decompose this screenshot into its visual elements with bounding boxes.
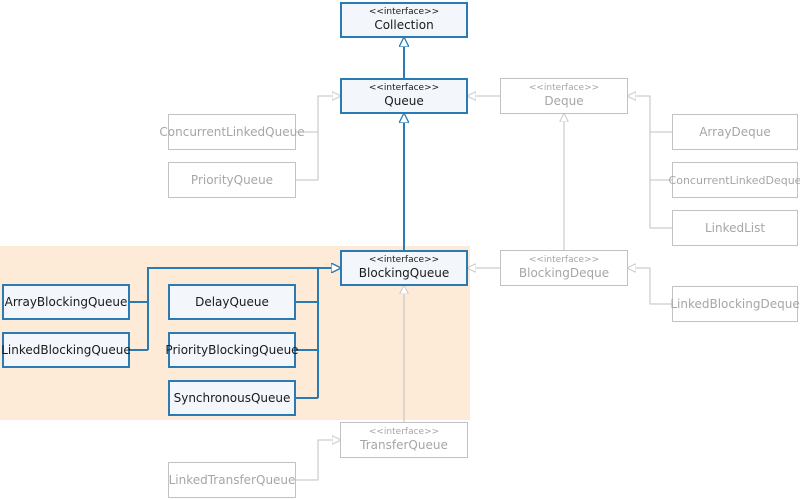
blocking-deque-interface-box: <<interface>> BlockingDeque: [500, 250, 628, 286]
queue-interface-box: <<interface>> Queue: [340, 78, 468, 114]
queue-label: Queue: [384, 94, 424, 108]
concurrent-linked-deque-label: ConcurrentLinkedDeque: [668, 173, 800, 187]
array-deque-class-box: ArrayDeque: [672, 114, 798, 150]
stereotype-label: <<interface>>: [528, 83, 600, 93]
linked-blocking-queue-label: LinkedBlockingQueue: [1, 342, 131, 357]
transfer-queue-interface-box: <<interface>> TransferQueue: [340, 422, 468, 458]
stereotype-label: <<interface>>: [368, 7, 440, 17]
array-blocking-queue-class-box: ArrayBlockingQueue: [2, 284, 130, 320]
right-implementations-trunk: [317, 268, 340, 398]
linked-blocking-deque-class-box: LinkedBlockingDeque: [670, 286, 800, 322]
linked-transfer-queue-class-box: LinkedTransferQueue: [168, 462, 296, 498]
queue-implementations-trunk: [317, 96, 340, 180]
linked-list-label: LinkedList: [704, 220, 766, 235]
delay-queue-label: DelayQueue: [195, 294, 269, 309]
left-implementations-trunk: [147, 268, 340, 350]
array-blocking-queue-label: ArrayBlockingQueue: [4, 294, 128, 309]
synchronous-queue-label: SynchronousQueue: [173, 390, 291, 405]
stereotype-label: <<interface>>: [368, 427, 440, 437]
priority-queue-class-box: PriorityQueue: [168, 162, 296, 198]
collection-label: Collection: [374, 18, 434, 32]
linked-list-class-box: LinkedList: [672, 210, 798, 246]
concurrent-linked-queue-class-box: ConcurrentLinkedQueue: [159, 114, 305, 150]
priority-blocking-queue-class-box: PriorityBlockingQueue: [165, 332, 299, 368]
blocking-deque-label: BlockingDeque: [518, 266, 610, 280]
linked-blocking-queue-class-box: LinkedBlockingQueue: [1, 332, 131, 368]
collection-interface-box: <<interface>> Collection: [340, 2, 468, 38]
delay-queue-class-box: DelayQueue: [168, 284, 296, 320]
deque-interface-box: <<interface>> Deque: [500, 78, 628, 114]
deque-implementations-trunk: [628, 96, 651, 228]
array-deque-label: ArrayDeque: [699, 124, 771, 139]
stereotype-label: <<interface>>: [368, 255, 440, 265]
blocking-queue-label: BlockingQueue: [358, 266, 450, 280]
stereotype-label: <<interface>>: [528, 255, 600, 265]
linked-blocking-deque-label: LinkedBlockingDeque: [670, 296, 800, 311]
deque-label: Deque: [544, 94, 584, 108]
priority-blocking-queue-label: PriorityBlockingQueue: [165, 342, 299, 357]
priority-queue-label: PriorityQueue: [190, 172, 274, 187]
concurrent-linked-queue-label: ConcurrentLinkedQueue: [159, 124, 305, 139]
synchronous-queue-class-box: SynchronousQueue: [168, 380, 296, 416]
transfer-queue-label: TransferQueue: [360, 438, 448, 452]
stereotype-label: <<interface>>: [368, 83, 440, 93]
concurrent-linked-deque-class-box: ConcurrentLinkedDeque: [668, 162, 800, 198]
linked-transfer-queue-edge: [296, 440, 340, 481]
blocking-queue-interface-box: <<interface>> BlockingQueue: [340, 250, 468, 286]
linked-blocking-deque-edge: [628, 268, 672, 305]
linked-transfer-queue-label: LinkedTransferQueue: [168, 472, 296, 487]
